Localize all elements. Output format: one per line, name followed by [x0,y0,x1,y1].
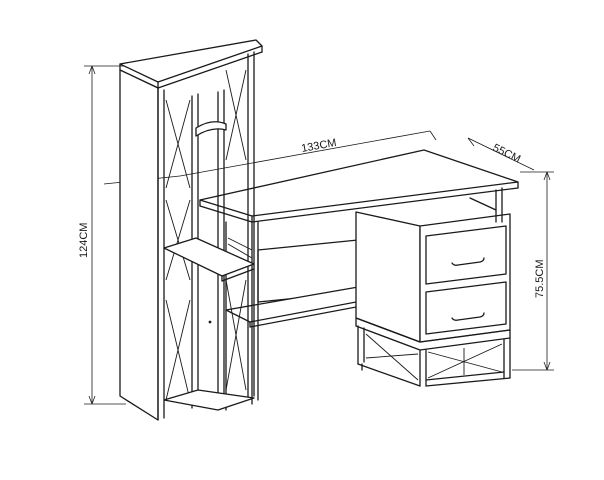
lower-drawer-handle [451,312,485,321]
upper-drawer [425,225,507,285]
depth-dimension-55: 55CM [467,137,535,171]
tower-height-label: 124CM [78,223,90,258]
height-dimension-75: 75.5CM [512,171,554,371]
shelf-tower [119,39,263,421]
tower-bottom-shelf [163,389,255,411]
upper-drawer-handle [451,257,485,266]
cabinet-knob [208,320,212,324]
round-corner-shelf [195,121,227,137]
lower-drawer [425,281,507,335]
drawer-cabinet [355,187,511,343]
width-label: 133CM [300,137,337,155]
height-dimension-124: 124CM [78,65,126,405]
desk-left-leg [225,221,259,411]
desk-height-label: 75.5CM [534,259,546,298]
cabinet-metal-base [355,317,511,387]
depth-label: 55CM [491,142,523,166]
tower-mid-shelf [163,237,255,277]
desktop [199,149,519,223]
